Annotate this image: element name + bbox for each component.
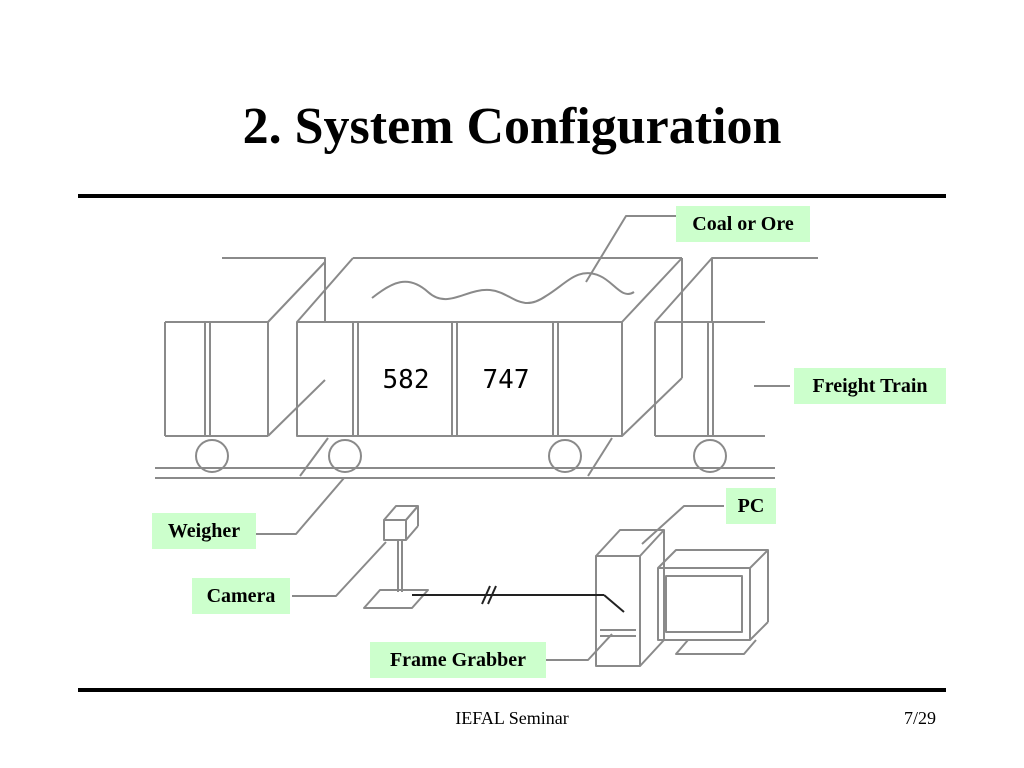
page-number: 7/29 [903,708,936,728]
pc-label: PC [726,488,776,524]
freight-train-label: Freight Train [794,368,946,404]
camera-label: Camera [192,578,290,614]
rail-track [155,467,775,479]
slide-title: 2. System Configuration [242,98,782,155]
right-freight-car [654,257,818,473]
coal-or-ore-label: Coal or Ore [676,206,810,242]
pc-leader-line [641,505,724,545]
camera-cable [412,585,625,613]
camera-device [363,505,429,609]
pc-tower [595,529,665,667]
camera-leader-line [292,541,387,597]
center-freight-car [296,257,683,473]
pc-monitor [657,549,769,655]
frame-grabber-label: Frame Grabber [370,642,546,678]
weigher-label: Weigher [152,513,256,549]
weigher-platform [299,437,613,477]
title-divider [78,194,946,198]
car-number-left: 582 [383,365,430,395]
car-number-right: 747 [483,365,530,395]
coal-load-line [371,272,635,304]
footer-divider [78,688,946,692]
left-freight-car [164,257,326,473]
coal-leader-line [585,215,676,283]
footer-title: IEFAL Seminar [455,708,569,728]
weigher-leader-line [256,477,345,535]
frame-grabber-leader-line [546,633,613,661]
